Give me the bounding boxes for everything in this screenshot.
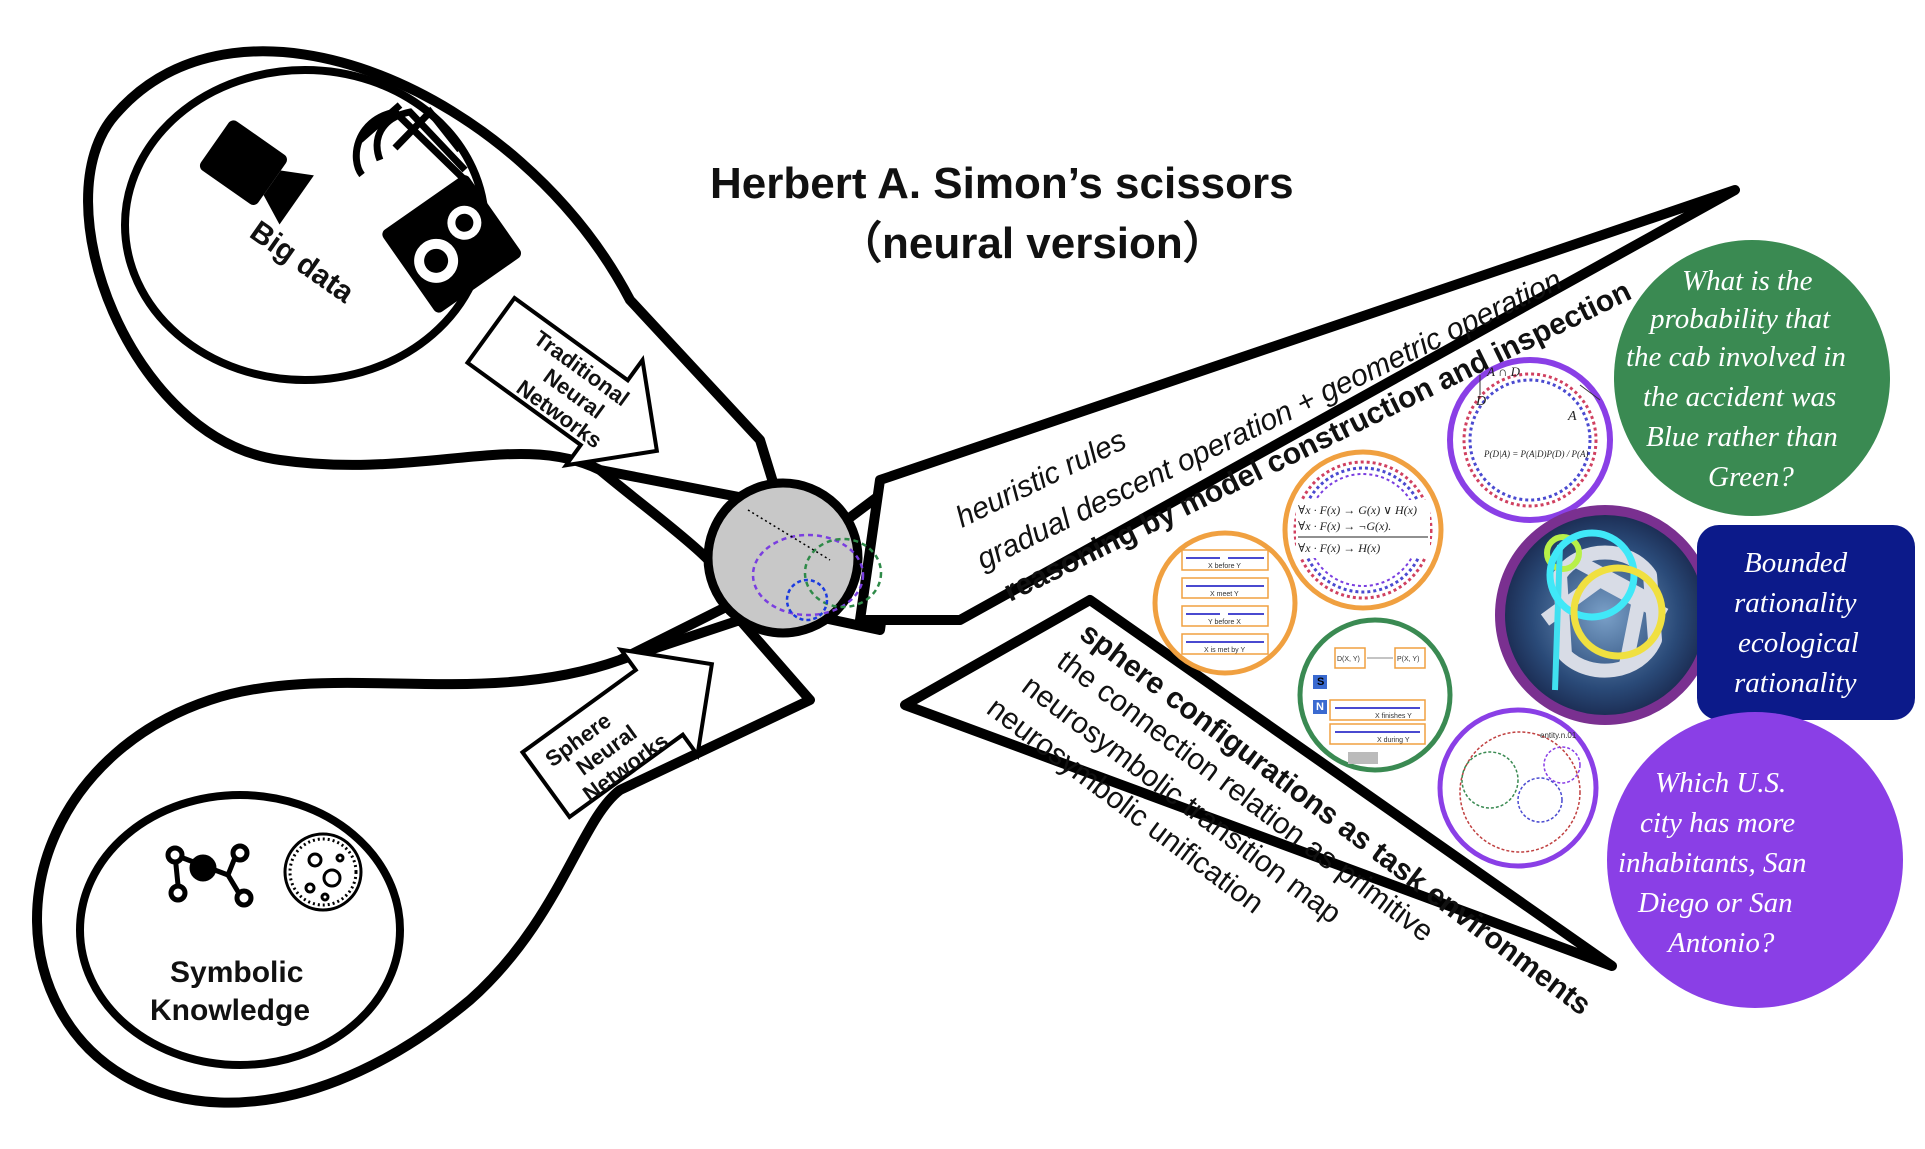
cab-q-3: the cab involved in: [1626, 341, 1846, 373]
lower-blade: [900, 595, 1617, 971]
connection-left: D(X, Y): [1337, 656, 1360, 663]
bayes-a: A: [1567, 409, 1577, 424]
books-icon: [352, 102, 473, 188]
bounded-4: rationality: [1734, 667, 1857, 699]
connection-figure: S N D(X, Y) P(X, Y) X finishes Y X durin…: [1297, 617, 1453, 773]
cab-q-1: What is the: [1682, 265, 1813, 297]
petri-dish-icon: [283, 832, 363, 912]
badge-s: S: [1317, 676, 1324, 688]
molecule-icon: [165, 843, 254, 908]
openai-logo-icon: [1495, 505, 1715, 725]
cab-q-2: probability that: [1648, 303, 1831, 335]
logic-line3: ∀x · F(x) → H(x): [1298, 541, 1380, 555]
logic-line2: ∀x · F(x) → ¬G(x).: [1298, 519, 1391, 533]
cab-question-bubble: What is the probability that the cab inv…: [1614, 240, 1890, 516]
title-line1: Herbert A. Simon’s scissors: [710, 159, 1294, 208]
camera-icon: [199, 120, 314, 225]
cab-q-5: Blue rather than: [1646, 421, 1838, 453]
cab-q-4: the accident was: [1643, 381, 1836, 413]
pivot-sphere: [703, 478, 883, 638]
upper-blade: [855, 185, 1740, 625]
temporal-relations-figure: X before Y X meet Y Y before X X is met …: [1152, 530, 1298, 676]
city-q-4: Diego or San: [1637, 887, 1793, 919]
city-q-5: Antonio?: [1666, 927, 1775, 959]
connection-row2: X during Y: [1377, 737, 1410, 744]
temporal-2: X meet Y: [1210, 591, 1239, 598]
city-q-1: Which U.S.: [1655, 767, 1786, 799]
badge-n: N: [1316, 701, 1324, 713]
taxonomy-root: entity.n.01: [1540, 731, 1577, 740]
taxonomy-figure: entity.n.01: [1437, 707, 1599, 869]
connection-right: P(X, Y): [1397, 656, 1419, 663]
temporal-3: Y before X: [1208, 619, 1241, 626]
speaker-icon: [382, 175, 522, 313]
logic-line1: ∀x · F(x) → G(x) ∨ H(x): [1298, 503, 1417, 517]
bounded-2: rationality: [1734, 587, 1857, 619]
title-line2: （neural version）: [838, 219, 1227, 268]
city-q-3: inhabitants, San: [1618, 847, 1807, 879]
city-question-bubble: Which U.S. city has more inhabitants, Sa…: [1607, 712, 1903, 1008]
symbolic-label-line2: Knowledge: [150, 994, 310, 1027]
connection-row1: X finishes Y: [1375, 713, 1412, 720]
cab-q-6: Green?: [1708, 461, 1794, 493]
bounded-3: ecological: [1738, 627, 1859, 659]
bayes-d: D: [1475, 394, 1486, 409]
bayes-formula: P(D|A) = P(A|D)P(D) / P(A): [1483, 449, 1588, 459]
bayes-a-and-d: A ∩ D: [1486, 364, 1521, 379]
temporal-4: X is met by Y: [1204, 647, 1245, 654]
bayes-figure: A ∩ D D A P(D|A) = P(A|D)P(D) / P(A): [1447, 357, 1613, 523]
bounded-rationality-box: Bounded rationality ecological rationali…: [1697, 525, 1915, 720]
temporal-1: X before Y: [1208, 563, 1241, 570]
bounded-1: Bounded: [1744, 547, 1848, 579]
logic-figure: ∀x · F(x) → G(x) ∨ H(x) ∀x · F(x) → ¬G(x…: [1282, 449, 1444, 611]
city-q-2: city has more: [1640, 807, 1795, 839]
symbolic-label-line1: Symbolic: [170, 956, 303, 989]
